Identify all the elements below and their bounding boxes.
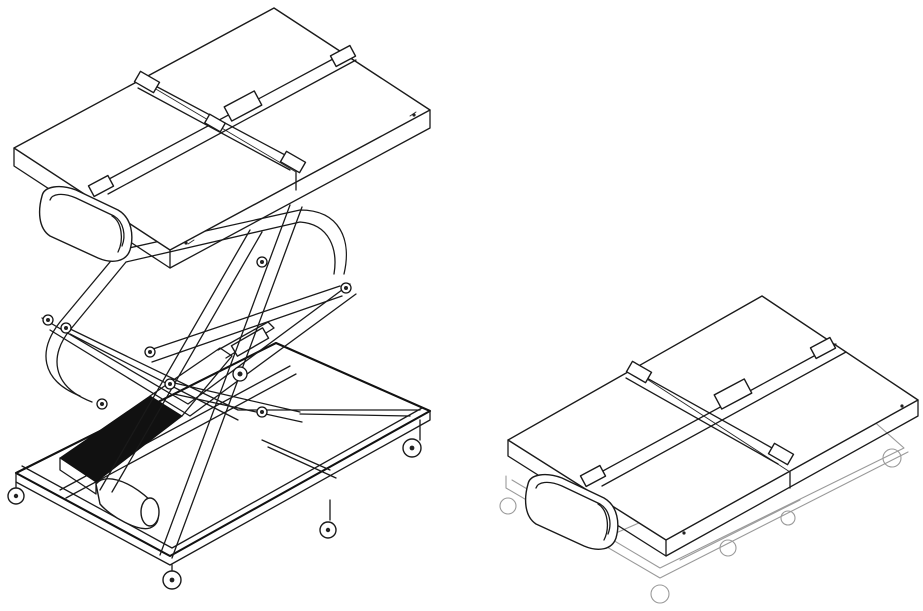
lowered-lift-table <box>499 295 919 604</box>
caster-front-left <box>7 481 25 505</box>
caster-middle <box>319 499 337 539</box>
actuator <box>59 321 275 530</box>
lowered-straps <box>579 336 847 488</box>
raised-lift-table <box>7 7 432 590</box>
caster-rear-right <box>402 419 422 458</box>
scissor-arms <box>41 204 421 559</box>
pivot-pins <box>42 256 352 418</box>
lowered-casters <box>499 448 902 604</box>
lowered-head-bumper <box>524 473 619 550</box>
straps <box>87 44 357 198</box>
head-bumper <box>38 185 133 262</box>
caster-front-right <box>162 564 182 590</box>
